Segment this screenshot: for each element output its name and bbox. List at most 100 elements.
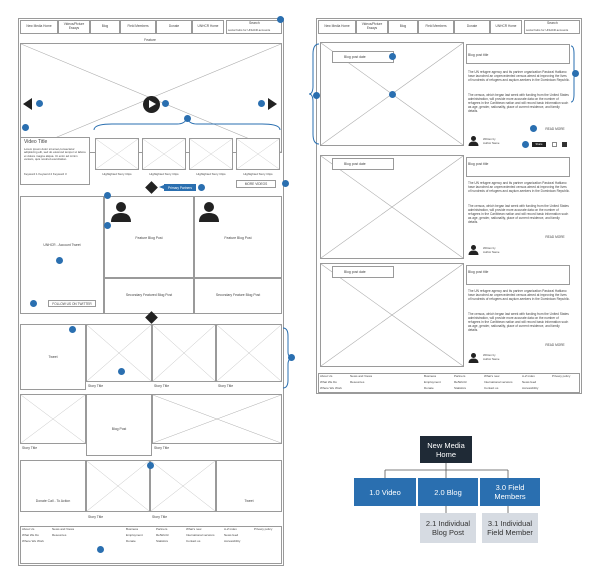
footer-link[interactable]: News and Views (52, 527, 75, 531)
blog-post-title-box[interactable] (466, 265, 570, 285)
footer-link[interactable]: Resources (350, 380, 365, 384)
blog-post-image[interactable] (320, 263, 464, 367)
search-box[interactable] (524, 20, 580, 34)
footer-link[interactable]: About Us (320, 374, 333, 378)
blog-post-cell[interactable] (86, 394, 152, 456)
story-title[interactable]: Story Title (88, 384, 104, 388)
highlighted-clip-thumbnail[interactable] (95, 138, 139, 170)
footer-link[interactable]: Where We Work (22, 539, 44, 543)
more-videos-button[interactable]: MORE VIDEOS (236, 180, 276, 188)
author-name[interactable]: Author Name (483, 357, 500, 361)
story-title[interactable]: Story Title (152, 515, 168, 519)
story-thumbnail[interactable] (86, 460, 150, 512)
footer-link[interactable]: What's new (484, 374, 500, 378)
footer-link[interactable]: Statistics (156, 539, 169, 543)
story-thumbnail[interactable] (152, 394, 282, 444)
search-box[interactable] (226, 20, 282, 34)
footer-link[interactable]: A-Z index (224, 527, 237, 531)
nav-item-new-media-home[interactable]: New Media Home (318, 20, 356, 34)
search-input[interactable]: social hubs for UNHCR accounts (228, 28, 271, 32)
sitemap-individual-blog-post-node[interactable]: 2.1 Individual Blog Post (420, 513, 476, 543)
footer-link[interactable]: Partners (156, 527, 168, 531)
footer-link[interactable]: Contact us (186, 539, 201, 543)
highlighted-clip-thumbnail[interactable] (189, 138, 233, 170)
nav-item-blog[interactable]: Blog (388, 20, 418, 34)
story-title[interactable]: Story Title (154, 384, 170, 388)
footer-link[interactable]: Partners (454, 374, 466, 378)
read-more-button[interactable]: READ MORE (540, 233, 570, 240)
sitemap-root-node[interactable]: New Media Home (420, 436, 472, 463)
footer-link[interactable]: News feed (522, 380, 537, 384)
footer-link[interactable]: A-Z index (522, 374, 535, 378)
author-name[interactable]: Author Name (483, 141, 500, 145)
blog-post-title-box[interactable] (466, 44, 570, 64)
primary-partners-button[interactable]: Primary Partners (164, 184, 196, 191)
follow-twitter-button[interactable]: FOLLOW US ON TWITTER (48, 300, 96, 307)
footer-link[interactable]: Accessibility (224, 539, 241, 543)
story-thumbnail[interactable] (216, 324, 282, 382)
highlighted-clip-thumbnail[interactable] (142, 138, 186, 170)
nav-item-donate[interactable]: Donate (156, 20, 192, 34)
footer-link[interactable]: Employment (126, 533, 143, 537)
story-thumbnail[interactable] (20, 394, 86, 444)
footer-link[interactable]: News and Views (350, 374, 373, 378)
footer-link[interactable]: Employment (424, 380, 441, 384)
blog-post-label[interactable]: Blog Post (111, 427, 127, 431)
blog-post-title[interactable]: Blog post title (468, 53, 489, 57)
footer-link[interactable]: Business (424, 374, 437, 378)
nav-item-unhcr-home[interactable]: UNHCR Home (490, 20, 522, 34)
read-more-button[interactable]: READ MORE (540, 341, 570, 348)
footer-link[interactable]: What We Do (22, 533, 39, 537)
nav-item-new-media-home[interactable]: New Media Home (20, 20, 58, 34)
story-title[interactable]: Story Title (22, 446, 38, 450)
story-thumbnail[interactable] (150, 460, 216, 512)
nav-item-field-members[interactable]: Field Members (418, 20, 454, 34)
next-arrow-icon[interactable] (268, 98, 277, 110)
story-title[interactable]: Story Title (88, 515, 104, 519)
nav-item-donate[interactable]: Donate (454, 20, 490, 34)
footer-link[interactable]: RefWorld (454, 380, 467, 384)
sitemap-individual-field-member-node[interactable]: 3.1 Individual Field Member (482, 513, 538, 543)
footer-link[interactable]: News feed (224, 533, 239, 537)
donate-cta-cell[interactable] (20, 460, 86, 512)
footer-link[interactable]: What's new (186, 527, 202, 531)
story-title[interactable]: Story Title (218, 384, 234, 388)
blog-post-title[interactable]: Blog post title (468, 162, 489, 166)
footer-link[interactable]: International versions (484, 380, 513, 384)
video-keywords[interactable]: Keyword 1 Keyword 2 Keyword 3 (24, 172, 67, 176)
sitemap-blog-node[interactable]: 2.0 Blog (418, 478, 478, 506)
footer-link[interactable]: What We Do (320, 380, 337, 384)
footer-link[interactable]: Privacy policy (552, 374, 571, 378)
sitemap-video-node[interactable]: 1.0 Video (354, 478, 416, 506)
footer-link[interactable]: Accessibility (522, 386, 539, 390)
footer-link[interactable]: Contact us (484, 386, 499, 390)
secondary-blog-post-title[interactable]: Secondary Feature Blog Post (215, 293, 261, 297)
secondary-blog-post-title[interactable]: Secondary Featured Blog Post (125, 293, 173, 297)
highlighted-clip-thumbnail[interactable] (236, 138, 280, 170)
donate-call-to-action[interactable]: Donate Call - To Action (35, 499, 71, 503)
social-share-icon[interactable] (562, 142, 567, 147)
social-share-icon[interactable] (552, 142, 557, 147)
sitemap-field-members-node[interactable]: 3.0 Field Members (480, 478, 540, 506)
story-title[interactable]: Story Title (154, 446, 170, 450)
blog-post-title[interactable]: Blog post title (468, 270, 489, 274)
footer-link[interactable]: Where We Work (320, 386, 342, 390)
footer-link[interactable]: Privacy policy (254, 527, 273, 531)
footer-link[interactable]: Donate (424, 386, 434, 390)
footer-link[interactable]: Resources (52, 533, 67, 537)
share-button[interactable]: Share (532, 142, 546, 147)
search-input[interactable]: social hubs for UNHCR accounts (526, 28, 569, 32)
secondary-blog-post-card[interactable] (194, 278, 282, 314)
story-thumbnail[interactable] (152, 324, 216, 382)
read-more-button[interactable]: READ MORE (540, 125, 570, 132)
nav-item-field-members[interactable]: Field Members (120, 20, 156, 34)
footer-link[interactable]: Donate (126, 539, 136, 543)
nav-item-unhcr-home[interactable]: UNHCR Home (192, 20, 224, 34)
previous-arrow-icon[interactable] (23, 98, 32, 110)
nav-item-videos[interactable]: Videos/Picture Essays (58, 20, 90, 34)
footer-link[interactable]: International versions (186, 533, 215, 537)
blog-post-title-box[interactable] (466, 157, 570, 177)
nav-item-videos[interactable]: Videos/Picture Essays (356, 20, 388, 34)
author-name[interactable]: Author Name (483, 250, 500, 254)
footer-link[interactable]: Statistics (454, 386, 467, 390)
